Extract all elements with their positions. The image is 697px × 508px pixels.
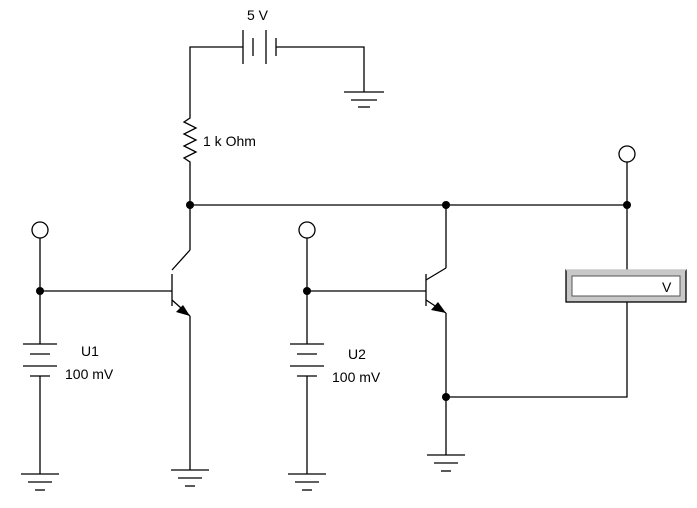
junction-node xyxy=(303,287,311,295)
ground-symbol-u1 xyxy=(21,473,59,491)
npn-transistor-2 xyxy=(307,205,447,455)
ground-symbol-q1 xyxy=(171,469,209,487)
resistor-label: 1 k Ohm xyxy=(203,133,256,149)
output-terminal xyxy=(618,145,636,163)
voltmeter-return-wire xyxy=(446,302,628,398)
ground-symbol-battery xyxy=(344,91,384,108)
ground-symbol-u2 xyxy=(288,473,326,491)
junction-node xyxy=(36,287,44,295)
source-u1-name: U1 xyxy=(81,343,99,359)
junction-node xyxy=(442,393,450,401)
input-terminal-u2 xyxy=(298,221,316,239)
source-u1-value: 100 mV xyxy=(65,366,114,382)
voltmeter xyxy=(565,269,687,303)
voltmeter-unit-label: V xyxy=(662,279,672,295)
battery-5v-label: 5 V xyxy=(247,7,269,23)
npn-transistor-1 xyxy=(40,205,191,470)
ground-symbol-q2 xyxy=(427,454,465,472)
resistor-1k xyxy=(182,115,198,205)
voltage-source-u2 xyxy=(290,343,324,474)
source-u2-name: U2 xyxy=(348,346,366,362)
input-terminal-u1 xyxy=(31,221,49,239)
battery-5v xyxy=(189,30,365,115)
voltage-source-u1 xyxy=(23,343,57,474)
source-u2-value: 100 mV xyxy=(332,369,381,385)
